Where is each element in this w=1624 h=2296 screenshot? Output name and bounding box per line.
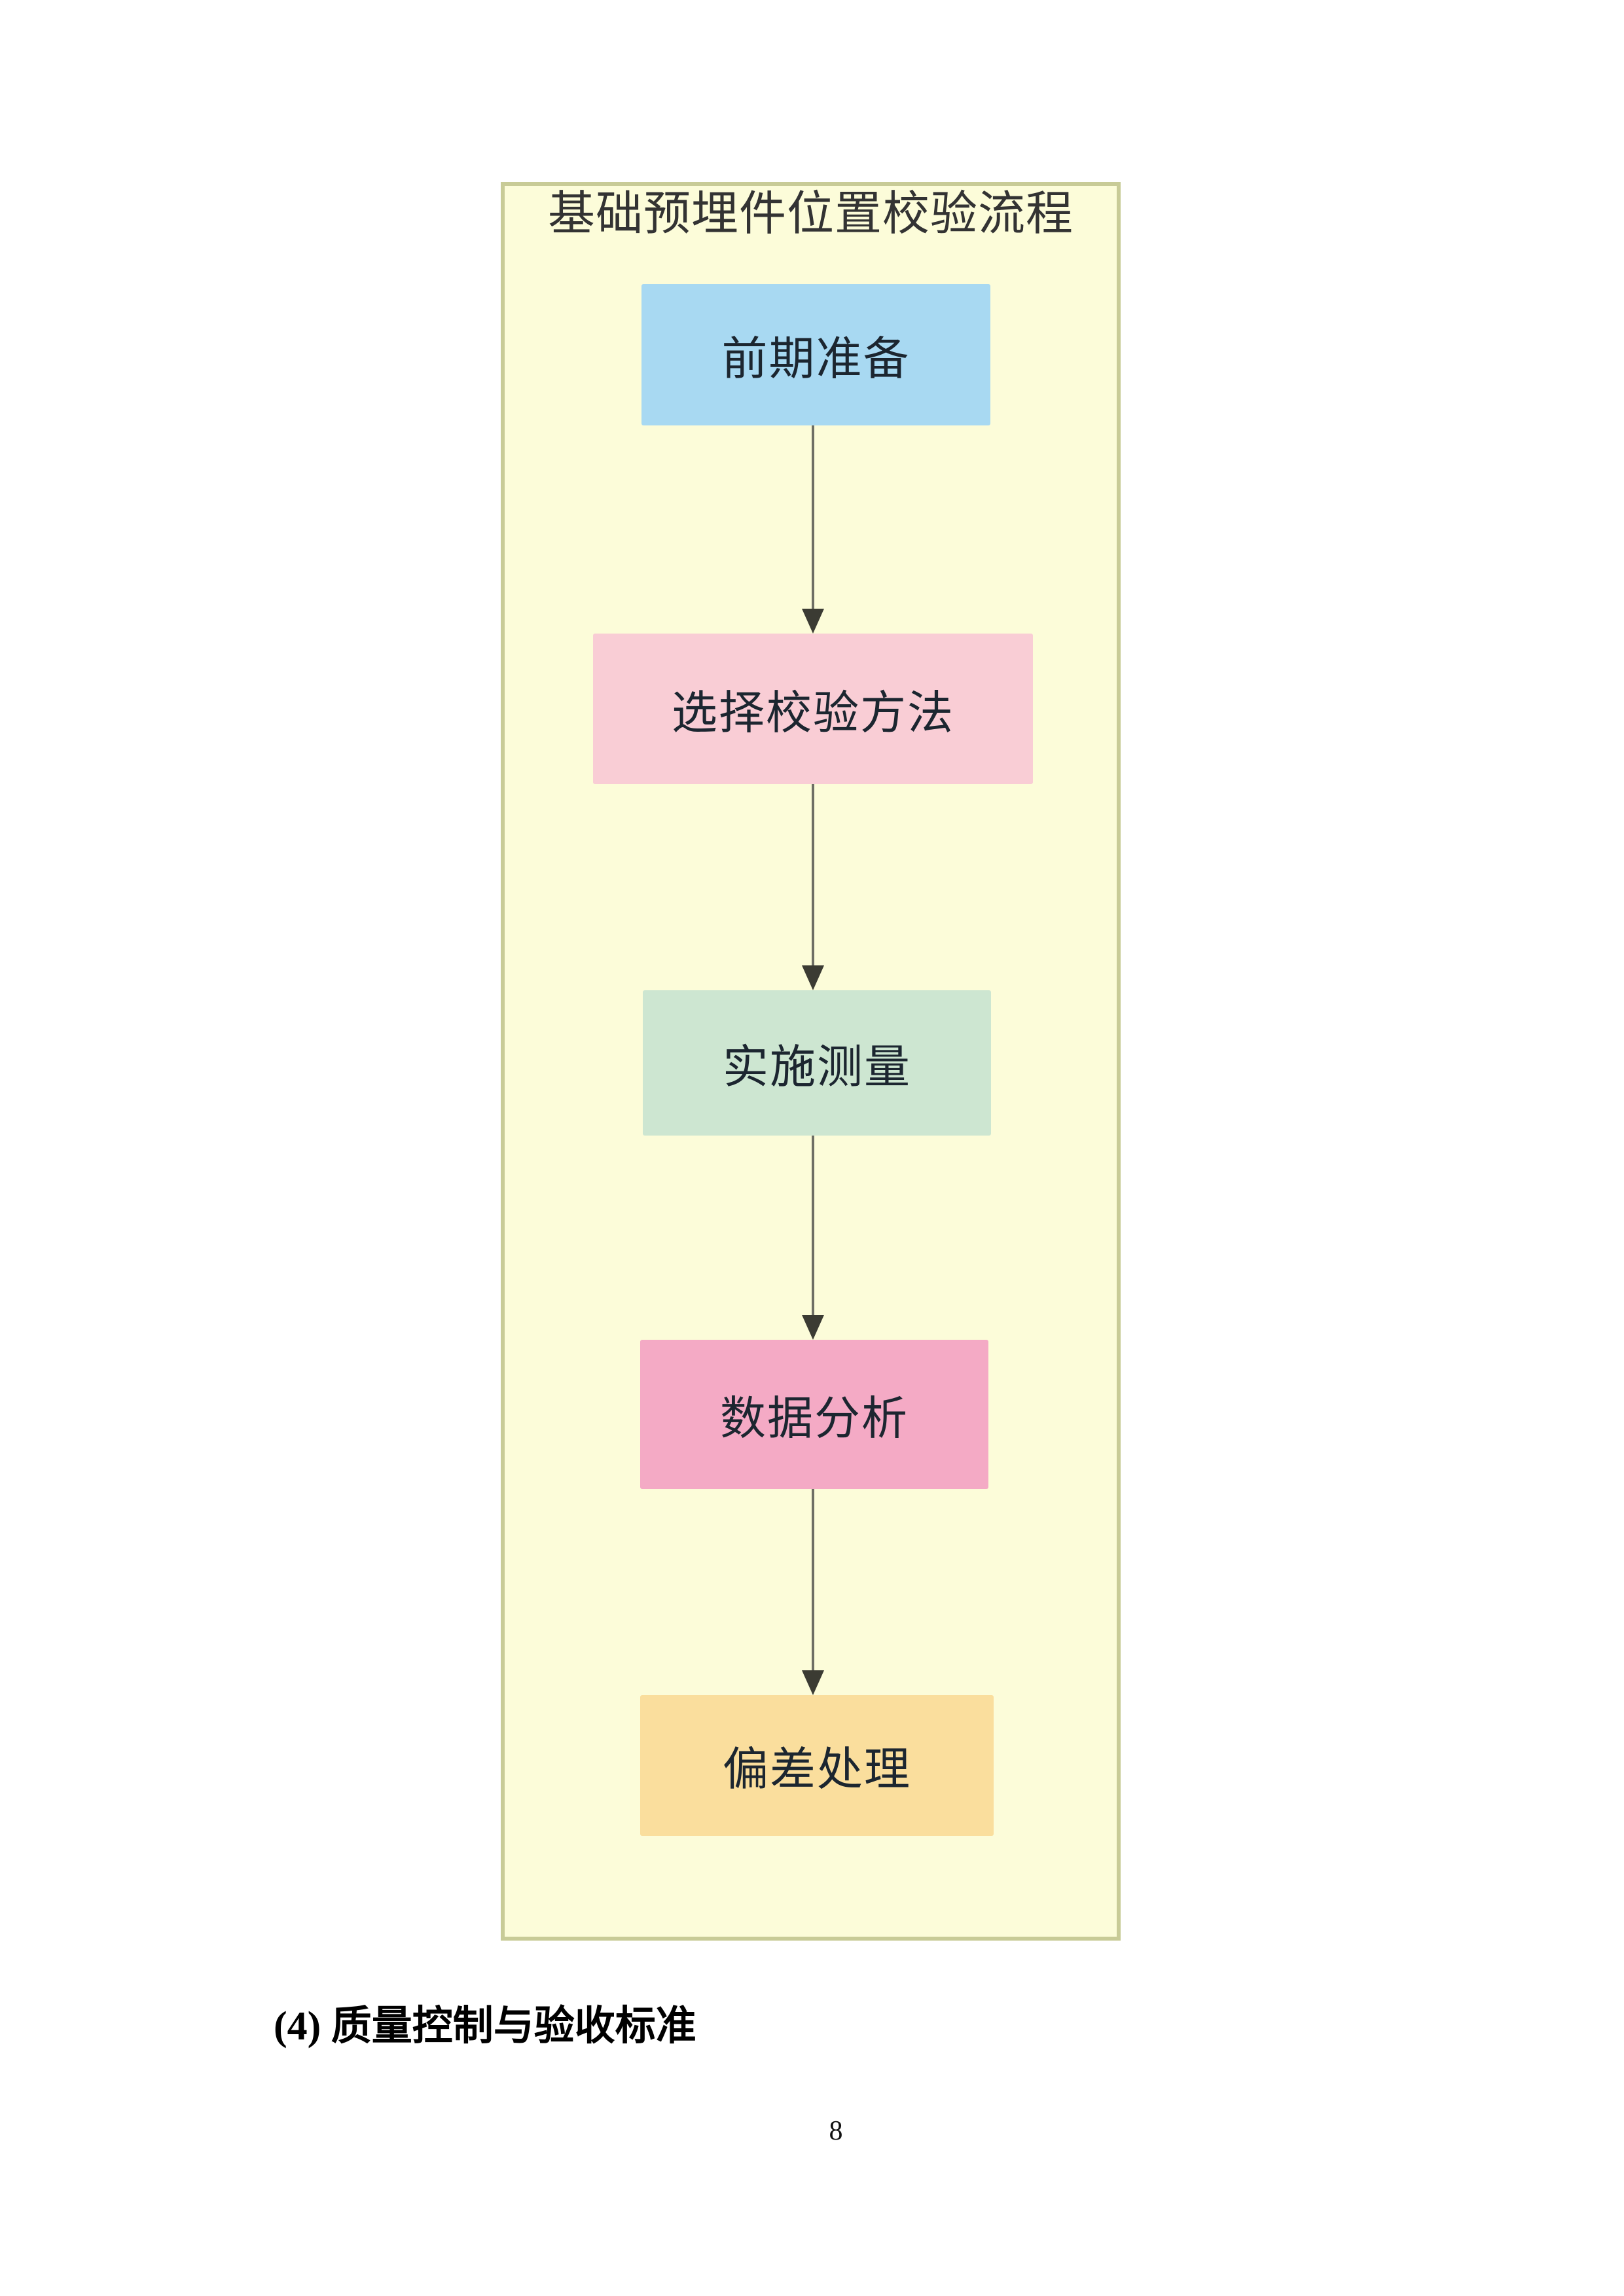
arrow-down-icon (802, 1315, 824, 1340)
flow-node-data-analysis: 数据分析 (640, 1340, 988, 1489)
arrow-down-icon (802, 609, 824, 634)
flow-arrow-line (812, 784, 814, 967)
arrow-down-icon (802, 1670, 824, 1695)
flow-node-measurement: 实施测量 (643, 990, 991, 1136)
flow-node-select-method: 选择校验方法 (593, 634, 1033, 784)
flow-arrow-line (812, 425, 814, 610)
flow-arrow-line (812, 1136, 814, 1316)
page-number: 8 (829, 2116, 843, 2146)
section-heading: (4) 质量控制与验收标准 (274, 2004, 696, 2049)
arrow-down-icon (802, 965, 824, 990)
flowchart-title: 基础预埋件位置校验流程 (547, 186, 1074, 241)
flow-arrow-line (812, 1489, 814, 1672)
flow-node-preparation: 前期准备 (641, 284, 990, 425)
flow-node-deviation-handling: 偏差处理 (640, 1695, 994, 1836)
